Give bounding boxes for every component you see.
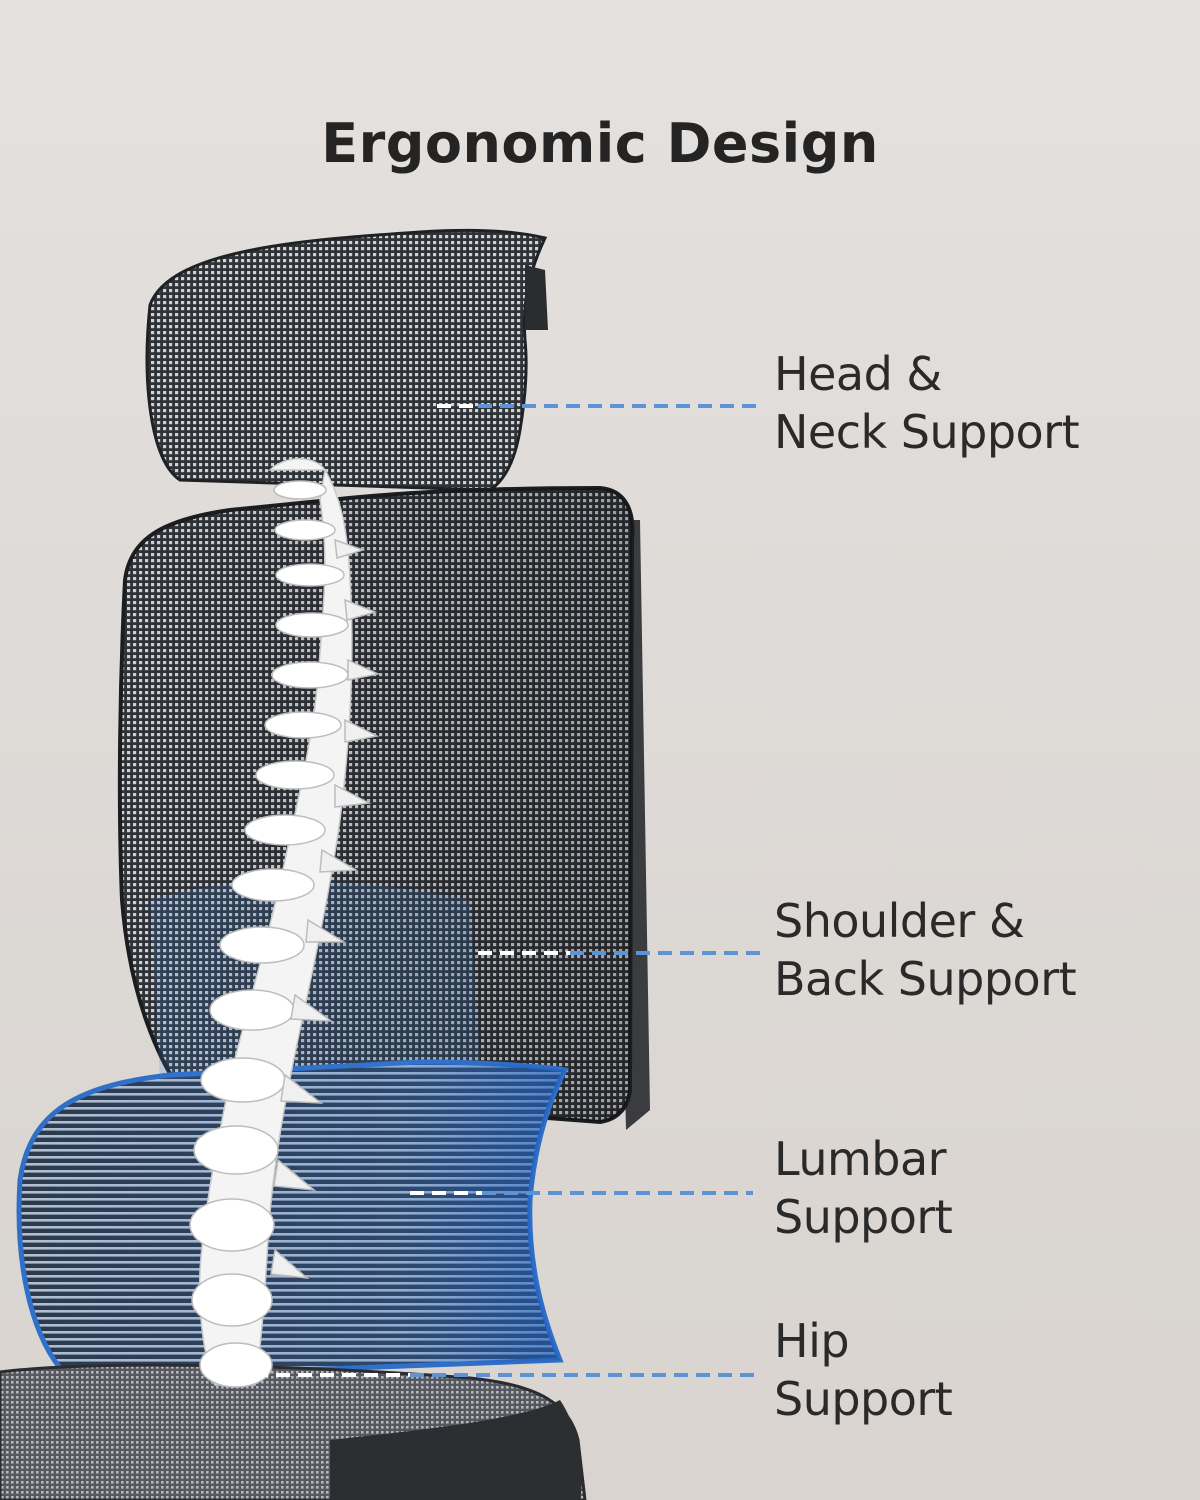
callout-lumbar: Lumbar Support <box>774 1130 953 1246</box>
callout-head-neck-line2: Neck Support <box>774 405 1080 459</box>
callout-head-neck: Head & Neck Support <box>774 345 1080 461</box>
page-title: Ergonomic Design <box>321 112 879 175</box>
callout-hip-line1: Hip <box>774 1314 850 1368</box>
callout-lumbar-line2: Support <box>774 1190 953 1244</box>
callout-lumbar-line1: Lumbar <box>774 1132 947 1186</box>
callout-hip: Hip Support <box>774 1312 953 1428</box>
callout-hip-line2: Support <box>774 1372 953 1426</box>
seat <box>0 1363 587 1500</box>
backrest <box>117 485 635 1125</box>
callout-shoulder-back-line2: Back Support <box>774 952 1077 1006</box>
headrest <box>145 228 548 492</box>
leader-lines <box>232 404 762 1377</box>
spine-illustration <box>189 458 381 1388</box>
callout-shoulder-back-line1: Shoulder & <box>774 894 1025 948</box>
callout-shoulder-back: Shoulder & Back Support <box>774 892 1077 1008</box>
lumbar-pad <box>16 881 569 1374</box>
callout-head-neck-line1: Head & <box>774 347 942 401</box>
